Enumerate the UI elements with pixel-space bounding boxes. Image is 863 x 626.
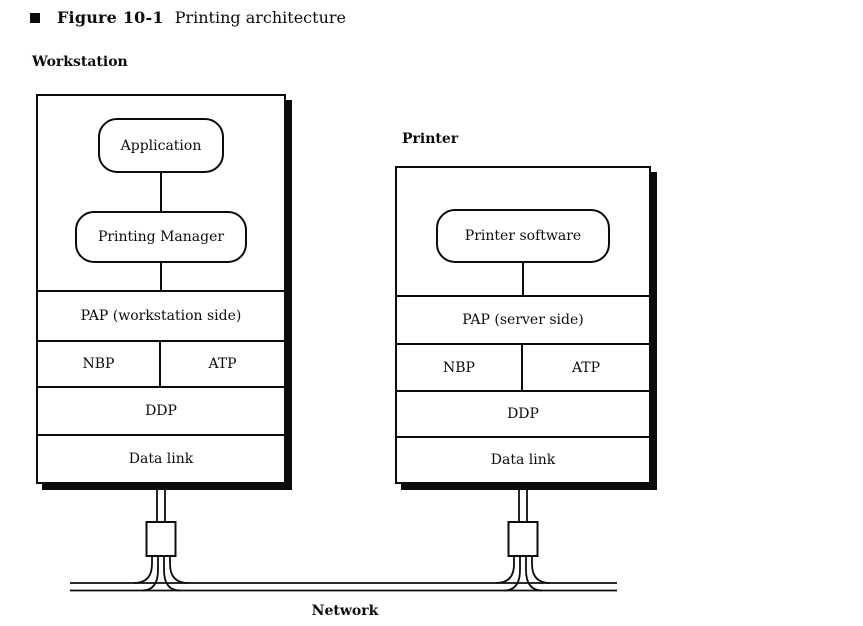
printer-pap-layer: PAP (server side): [397, 295, 649, 343]
workstation-pap-layer: PAP (workstation side): [38, 290, 284, 340]
workstation-stack: Application Printing Manager PAP (workst…: [36, 94, 286, 484]
printer-stack: Printer software PAP (server side) NBP A…: [395, 166, 651, 484]
figure-number: Figure 10-1: [57, 8, 164, 27]
network-heading: Network: [311, 603, 379, 619]
application-box: Application: [98, 118, 224, 173]
printer-software-label: Printer software: [464, 228, 582, 244]
printer-nbp-label: NBP: [443, 359, 475, 376]
workstation-pap-label: PAP (workstation side): [80, 308, 242, 324]
application-to-manager-connector: [160, 173, 162, 211]
workstation-heading: Workstation: [32, 54, 128, 70]
workstation-nbp-label: NBP: [82, 356, 115, 372]
workstation-atp-cell: ATP: [161, 342, 284, 386]
printer-atp-label: ATP: [571, 359, 601, 376]
printer-pap-label: PAP (server side): [462, 312, 584, 328]
printer-ddp-layer: DDP: [397, 390, 649, 436]
printing-manager-box: Printing Manager: [75, 211, 247, 263]
workstation-nbp-cell: NBP: [38, 342, 161, 386]
square-bullet-icon: [30, 12, 40, 23]
printer-software-section: Printer software: [397, 168, 649, 295]
workstation-software-section: Application Printing Manager: [38, 96, 284, 290]
workstation-ddp-layer: DDP: [38, 386, 284, 434]
figure-title: Printing architecture: [174, 8, 346, 27]
printer-network-connector-icon: [495, 490, 551, 592]
workstation-atp-label: ATP: [208, 356, 237, 372]
printer-nbp-cell: NBP: [397, 345, 523, 390]
figure-caption: Figure 10-1 Printing architecture: [30, 8, 346, 27]
printer-atp-cell: ATP: [523, 345, 649, 390]
printer-software-box: Printer software: [436, 209, 610, 263]
application-label: Application: [120, 137, 202, 154]
printing-manager-label: Printing Manager: [97, 229, 225, 245]
printer-datalink-layer: Data link: [397, 436, 649, 482]
software-to-pap-connector: [522, 263, 524, 295]
printer-datalink-label: Data link: [490, 452, 556, 468]
printer-ddp-label: DDP: [507, 406, 539, 422]
workstation-nbp-atp-layer: NBP ATP: [38, 340, 284, 386]
workstation-ddp-label: DDP: [145, 403, 177, 419]
workstation-datalink-label: Data link: [128, 451, 194, 467]
workstation-network-connector-icon: [133, 490, 189, 592]
workstation-datalink-layer: Data link: [38, 434, 284, 482]
printer-heading: Printer: [402, 131, 459, 147]
printer-nbp-atp-layer: NBP ATP: [397, 343, 649, 390]
manager-to-pap-connector: [160, 263, 162, 290]
